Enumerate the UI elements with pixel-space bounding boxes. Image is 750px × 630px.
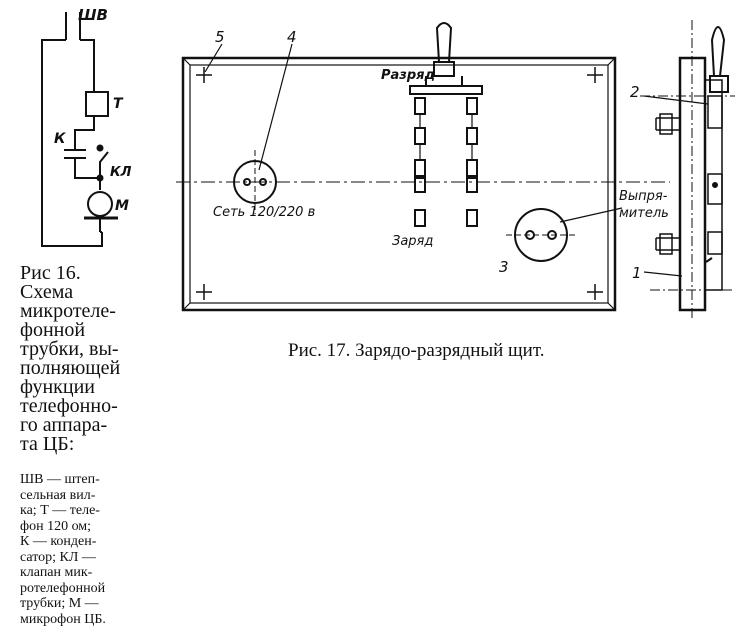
fig17-panel-front — [176, 22, 670, 312]
legend-line: сатор; КЛ — — [20, 549, 96, 565]
switch-bar — [409, 85, 483, 95]
caption-line: го аппара- — [20, 414, 108, 436]
leader-2 — [643, 95, 709, 105]
valve-switch — [99, 151, 109, 178]
fig17-caption: Рис. 17. Зарядо-разрядный щит. — [288, 340, 545, 361]
caption-line: та ЦБ: — [20, 433, 75, 455]
caption-line: Схема — [20, 281, 74, 303]
switch-handle — [435, 22, 453, 63]
caption-line: полняющей — [20, 357, 121, 379]
callout-1: 1 — [632, 264, 642, 282]
label-charge: Заряд — [392, 234, 433, 249]
legend-line: сельная вил- — [20, 487, 96, 503]
label-plug: ШВ — [78, 6, 108, 24]
leader-rectifier — [559, 207, 623, 223]
callout-4: 4 — [287, 28, 297, 46]
caption-line: микротеле- — [20, 300, 116, 322]
legend-line: ротелефонной — [20, 580, 106, 596]
callout-2: 2 — [630, 83, 640, 101]
label-discharge: Разряд — [381, 68, 435, 83]
label-rectifier-2: митель — [619, 206, 669, 221]
rectifier-socket — [514, 208, 568, 262]
panel-board — [181, 56, 617, 312]
caption-line: Рис 16. — [20, 262, 81, 284]
legend-line: трубки; М — — [20, 596, 99, 611]
capacitor — [64, 149, 86, 159]
fig16-legend: ШВ — штеп- сельная вил- ка; Т — теле- фо… — [20, 472, 138, 627]
caption-line: трубки, вы- — [20, 338, 119, 360]
telephone-coil — [85, 91, 109, 117]
label-mic: М — [115, 198, 129, 214]
callout-5: 5 — [215, 28, 225, 46]
leader-4 — [258, 43, 293, 171]
plug-prongs — [65, 12, 81, 40]
fig17-panel-side — [640, 20, 735, 320]
legend-line: клапан мик- — [20, 565, 93, 580]
caption-line: телефонно- — [20, 395, 118, 417]
fig16-circuit — [41, 12, 118, 247]
label-valve: КЛ — [110, 165, 132, 180]
side-handle — [710, 26, 726, 77]
fig16-caption: Рис 16. Схема микротеле- фонной трубки, … — [20, 262, 138, 455]
leader-1 — [643, 271, 683, 277]
callout-3: 3 — [499, 258, 509, 276]
legend-line: фон 120 ом; — [20, 518, 92, 534]
legend-line: микрофон ЦБ. — [20, 611, 106, 627]
caption-line: фонной — [20, 319, 86, 341]
legend-line: ШВ — штеп- — [20, 472, 100, 487]
leader-5 — [204, 43, 223, 73]
microphone — [87, 191, 113, 217]
caption-line: функции — [20, 376, 95, 398]
label-mains: Сеть 120/220 в — [213, 205, 315, 220]
legend-line: К — конден- — [20, 534, 97, 549]
label-phone: Т — [113, 96, 124, 112]
legend-line: ка; Т — теле- — [20, 503, 100, 518]
label-capacitor: К — [54, 131, 66, 147]
label-rectifier-1: Выпря- — [619, 189, 668, 204]
